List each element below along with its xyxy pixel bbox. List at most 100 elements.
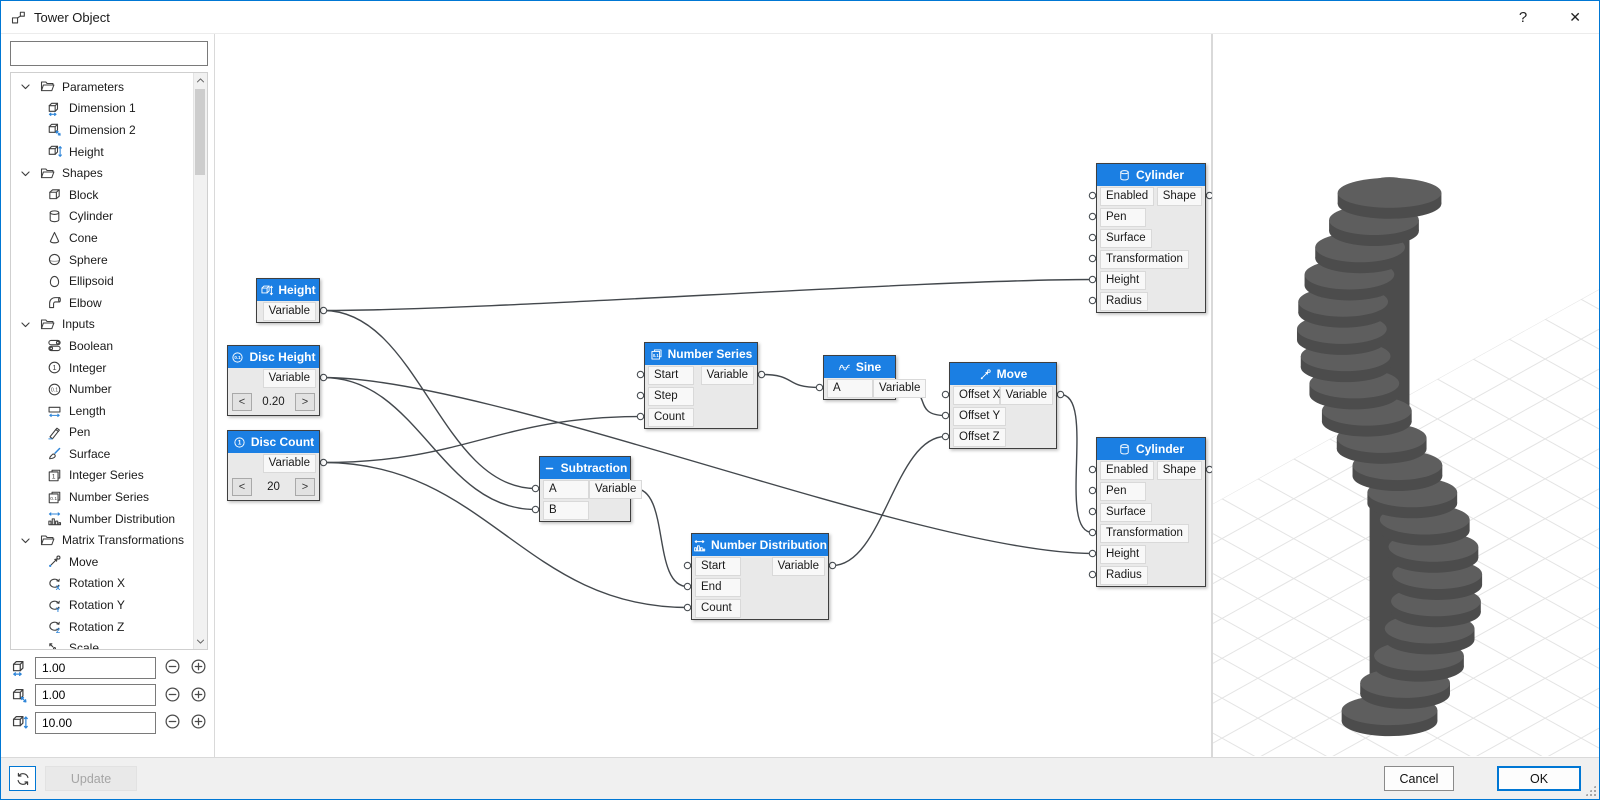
node-header[interactable]: Sine: [824, 356, 895, 378]
dimension-1-value-field[interactable]: [35, 656, 156, 679]
close-button[interactable]: ✕: [1563, 7, 1587, 28]
input-transformation[interactable]: Transformation: [1100, 524, 1189, 543]
tree-scrollbar[interactable]: [193, 73, 207, 649]
output-variable[interactable]: Variable: [700, 366, 754, 385]
tree-item-surface[interactable]: Surface: [11, 443, 207, 465]
output-variable[interactable]: Variable: [999, 386, 1053, 405]
output-variable[interactable]: Variable: [771, 557, 825, 576]
update-button[interactable]: Update: [45, 766, 137, 791]
tree-item-boolean[interactable]: Boolean: [11, 335, 207, 357]
input-pen[interactable]: Pen: [1100, 482, 1146, 501]
input-count[interactable]: Count: [648, 408, 694, 427]
output-variable[interactable]: Variable: [262, 369, 316, 388]
node-header[interactable]: Move: [950, 363, 1056, 385]
input-enabled[interactable]: Enabled: [1100, 461, 1155, 480]
dimension-2-increase-button[interactable]: [189, 686, 208, 705]
output-variable[interactable]: Variable: [589, 480, 643, 499]
tree-group-matrix-transformations[interactable]: Matrix Transformations: [11, 529, 207, 551]
input-offset-x[interactable]: Offset X: [953, 386, 1000, 405]
output-shape[interactable]: Shape: [1156, 187, 1202, 206]
input-start[interactable]: Start: [648, 366, 694, 385]
output-variable[interactable]: Variable: [262, 454, 316, 473]
tree-item-ellipsoid[interactable]: Ellipsoid: [11, 270, 207, 292]
input-step[interactable]: Step: [648, 387, 694, 406]
search-input[interactable]: [10, 41, 208, 66]
tree-item-cylinder[interactable]: Cylinder: [11, 206, 207, 228]
auto-update-toggle[interactable]: [9, 766, 36, 791]
output-variable[interactable]: Variable: [262, 302, 316, 321]
resize-grip[interactable]: [1585, 785, 1596, 796]
input-offset-y[interactable]: Offset Y: [953, 407, 1007, 426]
chevron-down-icon[interactable]: [18, 533, 33, 548]
tree-group-shapes[interactable]: Shapes: [11, 162, 207, 184]
input-enabled[interactable]: Enabled: [1100, 187, 1155, 206]
scrollbar-thumb[interactable]: [195, 89, 205, 175]
tree-item-dimension-2[interactable]: Dimension 2: [11, 119, 207, 141]
input-end[interactable]: End: [695, 578, 741, 597]
height-increase-button[interactable]: [189, 713, 208, 732]
output-shape[interactable]: Shape: [1156, 461, 1202, 480]
tree-item-move[interactable]: Move: [11, 551, 207, 573]
tree-item-block[interactable]: Block: [11, 184, 207, 206]
dimension-2-decrease-button[interactable]: [163, 686, 182, 705]
tree-item-height[interactable]: Height: [11, 141, 207, 163]
input-a[interactable]: A: [827, 379, 873, 398]
preview-3d[interactable]: [1212, 34, 1599, 757]
tree-item-cone[interactable]: Cone: [11, 227, 207, 249]
tree-item-pen[interactable]: Pen: [11, 422, 207, 444]
tree-item-sphere[interactable]: Sphere: [11, 249, 207, 271]
scroll-down-icon[interactable]: [194, 635, 207, 648]
height-decrease-button[interactable]: [163, 713, 182, 732]
dimension-1-increase-button[interactable]: [189, 658, 208, 677]
input-count[interactable]: Count: [695, 599, 741, 618]
cancel-button[interactable]: Cancel: [1384, 766, 1454, 791]
dimension-2-value-field[interactable]: [35, 684, 156, 707]
help-button[interactable]: ?: [1513, 7, 1533, 28]
chevron-down-icon[interactable]: [18, 317, 33, 332]
input-height[interactable]: Height: [1100, 271, 1146, 290]
height-value-field[interactable]: [35, 711, 156, 734]
stepper-decrease-button[interactable]: <: [232, 478, 252, 496]
input-surface[interactable]: Surface: [1100, 229, 1152, 248]
input-surface[interactable]: Surface: [1100, 503, 1152, 522]
ok-button[interactable]: OK: [1497, 766, 1581, 791]
node-header[interactable]: Number Distribution: [692, 534, 828, 556]
tree-item-length[interactable]: Length: [11, 400, 207, 422]
node-header[interactable]: Cylinder: [1097, 164, 1205, 186]
tree-item-scale[interactable]: Scale: [11, 637, 207, 649]
input-start[interactable]: Start: [695, 557, 741, 576]
input-transformation[interactable]: Transformation: [1100, 250, 1189, 269]
node-header[interactable]: Subtraction: [540, 457, 630, 479]
dimension-1-decrease-button[interactable]: [163, 658, 182, 677]
chevron-down-icon[interactable]: [18, 79, 33, 94]
stepper-increase-button[interactable]: >: [295, 393, 315, 411]
tree-group-parameters[interactable]: Parameters: [11, 76, 207, 98]
output-variable[interactable]: Variable: [873, 379, 927, 398]
stepper-decrease-button[interactable]: <: [232, 393, 252, 411]
input-pen[interactable]: Pen: [1100, 208, 1146, 227]
scroll-up-icon[interactable]: [194, 74, 207, 87]
input-height[interactable]: Height: [1100, 545, 1146, 564]
input-radius[interactable]: Radius: [1100, 292, 1148, 311]
node-header[interactable]: Height: [257, 279, 319, 301]
tree-item-elbow[interactable]: Elbow: [11, 292, 207, 314]
input-offset-z[interactable]: Offset Z: [953, 428, 1006, 447]
